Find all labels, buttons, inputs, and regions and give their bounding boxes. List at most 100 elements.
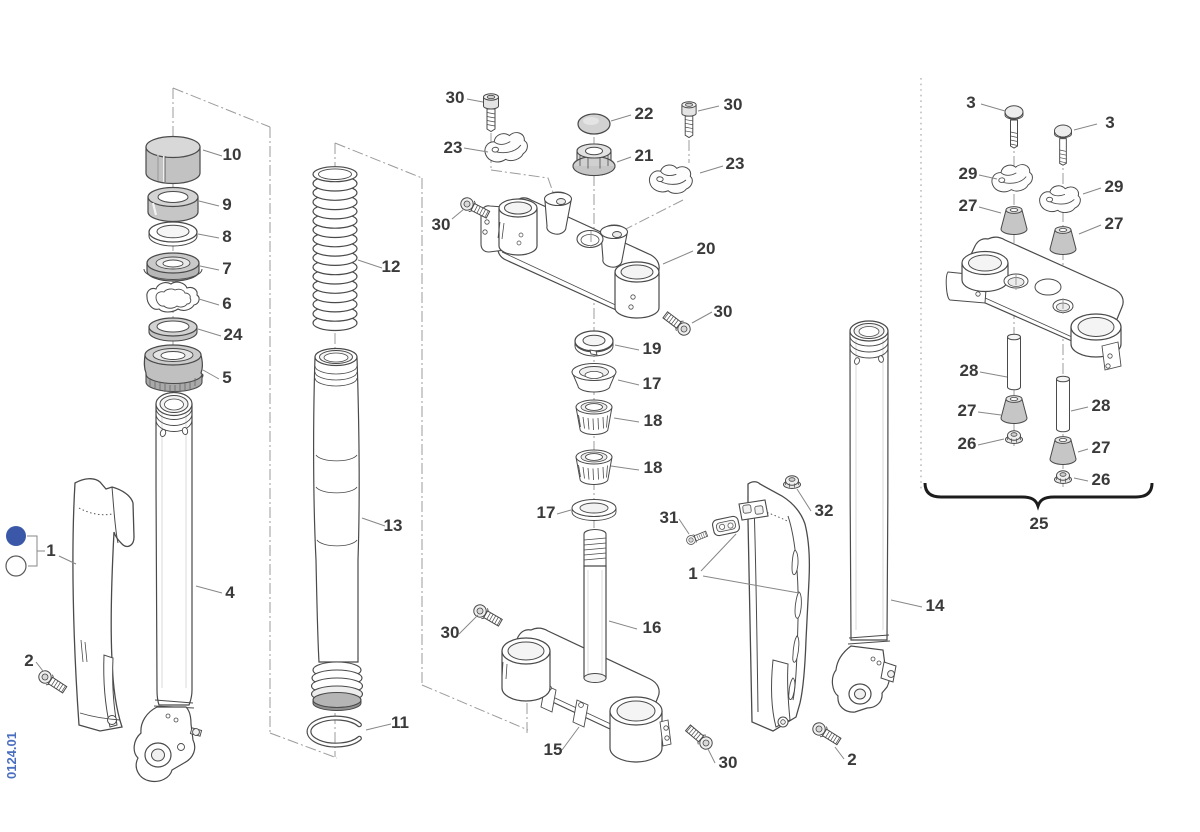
- part-label-12: 12: [382, 257, 401, 276]
- part-bar-mount-base: [945, 236, 1124, 371]
- part-label-13: 13: [384, 516, 403, 535]
- part-label-25: 25: [1030, 514, 1049, 533]
- clamp-29-right: [1038, 184, 1082, 214]
- part-label-10: 10: [223, 145, 242, 164]
- bolt-30-clamp15-right: [683, 722, 716, 753]
- part-label-31: 31: [660, 508, 679, 527]
- part-oil-seal-7: [143, 252, 203, 282]
- part-circlip-11: [306, 715, 362, 748]
- cone-27-upper-right: [1049, 226, 1077, 255]
- part-label-19: 19: [643, 339, 662, 358]
- rod-28-right: [1056, 375, 1070, 433]
- bolt-30-clamp20: [661, 309, 694, 339]
- part-cartridge-13: [310, 347, 364, 711]
- bolt-31: [684, 529, 709, 547]
- part-label-18-upper: 18: [644, 411, 663, 430]
- part-label-24: 24: [224, 325, 243, 344]
- part-label-1-right: 1: [688, 564, 697, 583]
- clamp-29-left: [989, 162, 1035, 195]
- part-label-3-right: 3: [1105, 113, 1114, 132]
- part-label-5: 5: [222, 368, 231, 387]
- part-bushing-10: [145, 135, 201, 185]
- part-label-30-e: 30: [441, 623, 460, 642]
- filled-blue-circle-marker: [6, 526, 26, 546]
- part-dust-seal-5: [143, 344, 204, 393]
- part-label-11: 11: [391, 713, 409, 732]
- part-label-15: 15: [544, 740, 563, 759]
- part-label-9: 9: [222, 195, 231, 214]
- part-label-29-left: 29: [959, 164, 978, 183]
- part-bearing-18-lower: [575, 449, 613, 485]
- part-steering-stem-16: [583, 528, 607, 683]
- part-spring-12: [312, 166, 358, 332]
- part-washer-19: [574, 330, 614, 357]
- part-label-16: 16: [643, 618, 662, 637]
- part-ring-24: [148, 317, 198, 342]
- nut-26-left: [1005, 430, 1023, 444]
- part-label-4: 4: [225, 583, 235, 602]
- bolt-3-left: [1004, 105, 1024, 149]
- cone-27-upper-left: [1000, 206, 1028, 235]
- part-inner-tube-14: [831, 320, 897, 713]
- part-fork-guard-left-1: [72, 478, 135, 732]
- part-label-18-lower: 18: [644, 458, 663, 477]
- part-label-17-lower: 17: [537, 503, 556, 522]
- bolt-30-clamp15-left: [471, 602, 504, 629]
- part-label-6: 6: [222, 294, 231, 313]
- drawing-code: 0124.01: [4, 732, 19, 779]
- clamp-23-left: [482, 130, 530, 165]
- part-label-2-right: 2: [847, 750, 856, 769]
- part-label-27-b: 27: [1105, 214, 1124, 233]
- legend-markers: [5, 526, 45, 577]
- bolt-2-left: [35, 667, 69, 696]
- part-label-7: 7: [222, 259, 231, 278]
- part-seal-17-lower: [571, 499, 617, 521]
- part-label-2-left: 2: [24, 651, 33, 670]
- part-lower-clamp-15-rings: [501, 637, 672, 763]
- part-label-28-left: 28: [960, 361, 979, 380]
- leader-lines: [35, 98, 1102, 764]
- rod-28-left: [1007, 333, 1021, 391]
- part-label-27-c: 27: [958, 401, 977, 420]
- part-cap-22: [577, 113, 611, 135]
- part-label-30-b: 30: [724, 95, 743, 114]
- part-label-8: 8: [222, 227, 231, 246]
- part-outer-tube-4: [133, 391, 203, 783]
- part-label-3-left: 3: [966, 93, 975, 112]
- part-top-triple-clamp-20: [480, 191, 660, 319]
- part-retaining-clip-6: [146, 281, 200, 313]
- part-label-23-right: 23: [726, 154, 745, 173]
- part-label-30-c: 30: [432, 215, 451, 234]
- part-washer-8: [148, 221, 198, 247]
- clamp-23-right: [648, 163, 694, 196]
- part-label-27-d: 27: [1092, 438, 1111, 457]
- bolt-30-top-left: [483, 93, 499, 132]
- part-label-23-left: 23: [444, 138, 463, 157]
- part-label-26-left: 26: [958, 434, 977, 453]
- part-bushing-9: [147, 186, 199, 223]
- part-label-32: 32: [815, 501, 834, 520]
- bolt-30-top-right: [681, 101, 697, 139]
- part-label-21: 21: [635, 146, 654, 165]
- bolt-2-right: [809, 719, 843, 748]
- part-ring-nut-21: [572, 143, 616, 177]
- part-keeper-31: [712, 515, 740, 537]
- part-label-28-right: 28: [1092, 396, 1111, 415]
- part-label-30-f: 30: [719, 753, 738, 772]
- part-label-22: 22: [635, 104, 654, 123]
- part-label-29-right: 29: [1105, 177, 1124, 196]
- cone-27-lower-right: [1049, 436, 1077, 465]
- part-label-14: 14: [926, 596, 945, 615]
- detail-group-bracket: [923, 482, 1154, 511]
- nut-32: [783, 475, 801, 489]
- part-label-26-right: 26: [1092, 470, 1111, 489]
- part-label-27-a: 27: [959, 196, 978, 215]
- part-label-20: 20: [697, 239, 716, 258]
- open-circle-marker: [5, 555, 27, 577]
- part-label-17-upper: 17: [643, 374, 662, 393]
- part-label-1-left: 1: [46, 541, 55, 560]
- part-label-30-d: 30: [714, 302, 733, 321]
- part-fork-guard-right-1: [738, 481, 811, 732]
